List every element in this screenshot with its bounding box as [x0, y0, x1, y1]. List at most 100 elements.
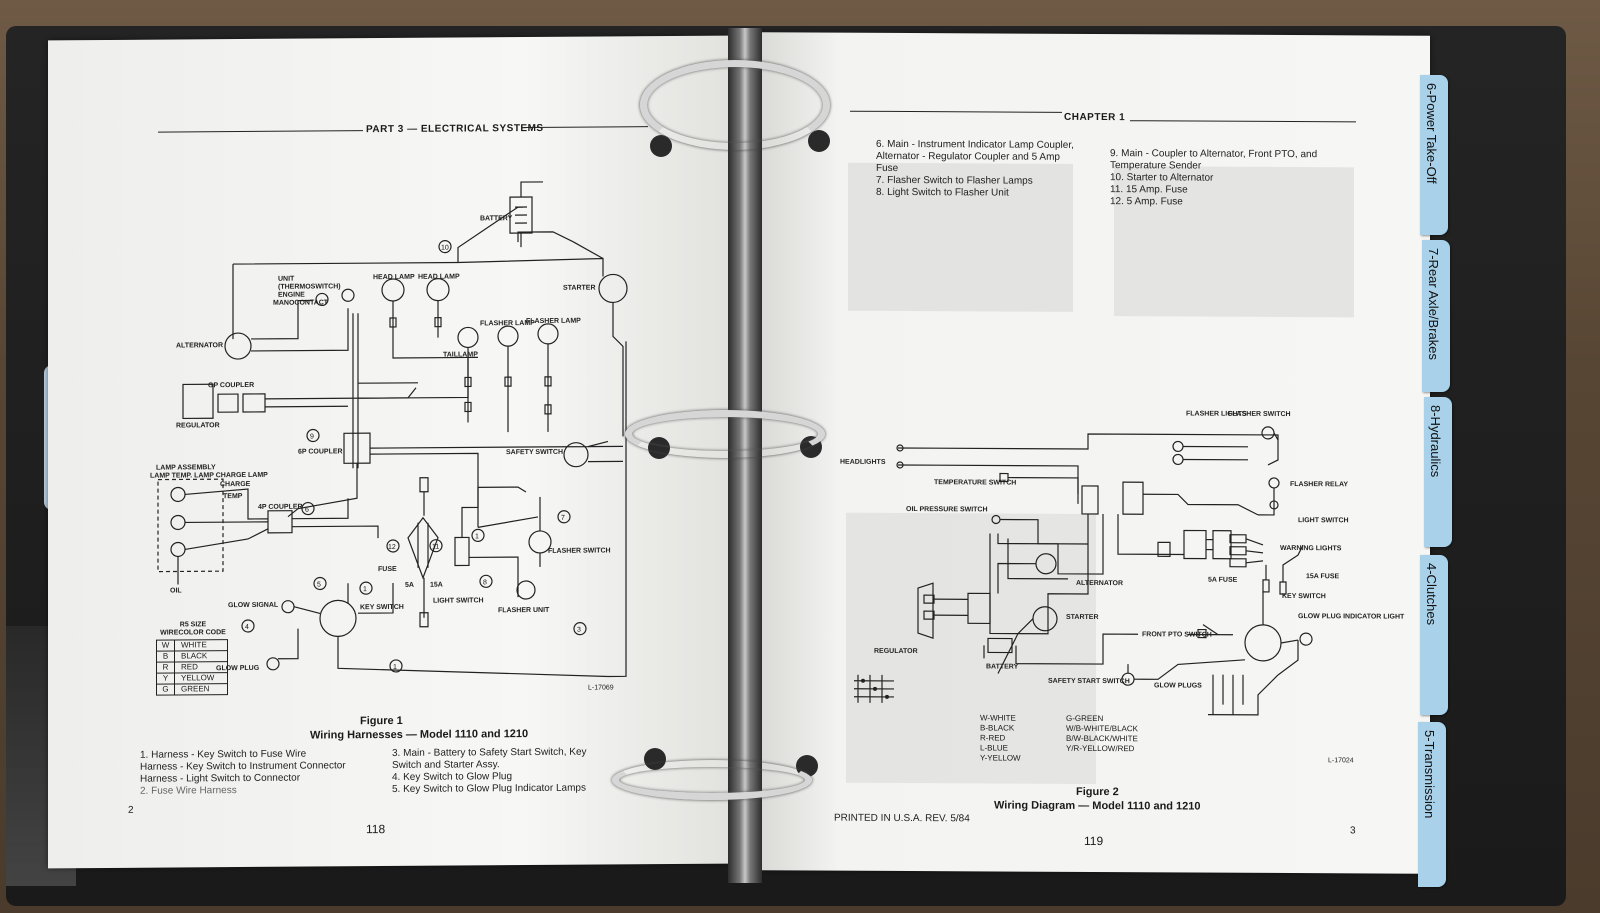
label-unit: UNIT (THERMOSWITCH) ENGINE [278, 275, 341, 299]
tab-clutches[interactable]: 4-Clutches [1420, 555, 1448, 715]
printed-note: PRINTED IN U.S.A. REV. 5/84 [834, 812, 970, 825]
label-flasher-switch: FLASHER SWITCH [1228, 410, 1291, 419]
label-headlights: HEADLIGHTS [840, 458, 886, 466]
label-starter: STARTER [1066, 613, 1099, 622]
label-fuse: FUSE [378, 565, 397, 574]
label-6p-coupler: 6P COUPLER [298, 448, 343, 456]
legend-item: 5. Key Switch to Glow Plug Indicator Lam… [392, 782, 586, 795]
label-charge: CHARGE [220, 480, 251, 489]
svg-text:12: 12 [388, 544, 396, 551]
label-safety-start-switch: SAFETY START SWITCH [1048, 677, 1130, 686]
label-flasher-unit: FLASHER UNIT [498, 606, 550, 615]
svg-text:9: 9 [310, 434, 314, 441]
label-taillamp: TAILLAMP [443, 351, 478, 359]
color-key-item: W/B-WHITE/BLACK [1066, 723, 1139, 734]
legend-item: 3. Main - Battery to Safety Start Switch… [392, 746, 587, 759]
label-battery: BATTERY [986, 663, 1019, 671]
right-figure-code: L-17024 [1328, 757, 1354, 765]
wiring-harness-diagram: 10 9 6 7 1 8 12 11 5 1 4 1 3 [157, 181, 628, 678]
tab-power-take-off[interactable]: 6-Power Take-Off [1420, 75, 1448, 235]
label-warning-lights: WARNING LIGHTS [1280, 544, 1342, 553]
label-glow-plugs: GLOW PLUGS [1154, 682, 1202, 690]
left-figure-code: L-17069 [588, 684, 614, 692]
tab-transmission[interactable]: 5-Transmission [1418, 722, 1446, 887]
left-page: PART 3 — ELECTRICAL SYSTEMS [48, 35, 728, 869]
legend-item: Switch and Starter Assy. [392, 759, 500, 771]
label-lamp-assembly: LAMP ASSEMBLY [156, 464, 216, 472]
legend-item: Harness - Light Switch to Connector [140, 772, 301, 785]
label-lamp-sub: LAMP TEMP. LAMP CHARGE LAMP [150, 471, 268, 480]
color-key-item: R-RED [980, 733, 1006, 743]
label-starter: STARTER [563, 284, 596, 292]
punch-hole [650, 135, 672, 157]
label-fuse-15a: 15A [430, 581, 443, 589]
color-key-item: B/W-BLACK/WHITE [1066, 733, 1138, 744]
label-head-lamp-1: HEAD LAMP [373, 273, 415, 282]
tab-rear-axle-brakes[interactable]: 7-Rear Axle/Brakes [1422, 240, 1450, 392]
label-regulator: REGULATOR [176, 422, 220, 430]
color-key-item: G-GREEN [1066, 713, 1104, 724]
legend-item: Harness - Key Switch to Instrument Conne… [140, 760, 346, 773]
label-oil-pressure-switch: OIL PRESSURE SWITCH [906, 506, 988, 514]
binder-ring-top[interactable] [640, 60, 830, 150]
svg-text:7: 7 [561, 515, 565, 522]
color-key-item: B-BLACK [980, 723, 1015, 733]
label-alternator: ALTERNATOR [176, 342, 224, 350]
label-temperature-switch: TEMPERATURE SWITCH [934, 479, 1017, 487]
svg-text:10: 10 [441, 245, 449, 252]
svg-text:6: 6 [305, 507, 309, 514]
label-safety-switch: SAFETY SWITCH [506, 448, 564, 457]
tab-label: 8-Hydraulics [1428, 405, 1443, 478]
right-page: CHAPTER 1 6. Main - Instrument Indicator… [758, 32, 1430, 874]
binder-ring-middle[interactable] [625, 410, 825, 458]
label-temp: TEMP [223, 493, 243, 501]
right-figure-number: Figure 2 [1076, 785, 1119, 799]
label-glow-plug-indicator: GLOW PLUG INDICATOR LIGHT [1298, 613, 1405, 621]
color-key-item: Y-YELLOW [980, 753, 1021, 763]
binder-ring-bottom[interactable] [612, 760, 812, 800]
left-page-number: 118 [366, 822, 386, 837]
label-flasher-relay: FLASHER RELAY [1290, 481, 1349, 489]
right-corner-number: 3 [1350, 825, 1356, 837]
punch-hole [808, 130, 830, 152]
svg-text:1: 1 [475, 533, 479, 540]
label-alternator: ALTERNATOR [1076, 579, 1124, 588]
svg-text:1: 1 [363, 586, 367, 593]
tab-hydraulics[interactable]: 8-Hydraulics [1424, 397, 1452, 547]
svg-text:5: 5 [317, 581, 321, 588]
color-key-item: L-BLUE [980, 743, 1009, 753]
wiring-diagram [854, 426, 1313, 716]
label-manocontact: MANOCONTACT [273, 299, 329, 307]
label-fuse-5a: 5A FUSE [1208, 576, 1238, 584]
legend-item: 4. Key Switch to Glow Plug [392, 771, 513, 783]
label-head-lamp-2: HEAD LAMP [418, 273, 460, 281]
label-battery: BATTERY [480, 215, 513, 223]
left-figure-number: Figure 1 [360, 714, 403, 728]
right-page-number: 119 [1084, 833, 1104, 849]
label-light-switch: LIGHT SWITCH [433, 597, 484, 605]
color-key-item: Y/R-YELLOW/RED [1066, 743, 1135, 754]
tab-label: 6-Power Take-Off [1424, 83, 1439, 184]
legend-item: 2. Fuse Wire Harness [140, 785, 237, 797]
label-fuse-15a: 15A FUSE [1306, 573, 1340, 581]
svg-text:4: 4 [245, 624, 249, 631]
label-key-switch: KEY SWITCH [1282, 592, 1326, 601]
right-figure-title: Wiring Diagram — Model 1110 and 1210 [994, 799, 1201, 813]
label-flasher-switch: FLASHER SWITCH [548, 547, 611, 555]
tab-label: 7-Rear Axle/Brakes [1426, 248, 1441, 360]
svg-text:8: 8 [483, 579, 487, 586]
label-fuse-5a: 5A [405, 581, 414, 589]
label-gp-coupler: GP COUPLER [208, 381, 255, 390]
wire-color-title: R5 SIZE WIRECOLOR CODE [160, 621, 226, 637]
label-light-switch: LIGHT SWITCH [1298, 517, 1349, 525]
label-oil: OIL [170, 587, 182, 595]
tab-label: 4-Clutches [1424, 563, 1439, 626]
svg-text:3: 3 [577, 627, 581, 634]
label-front-pto-switch: FRONT PTO SWITCH [1142, 631, 1212, 639]
color-key-item: W-WHITE [980, 713, 1016, 723]
